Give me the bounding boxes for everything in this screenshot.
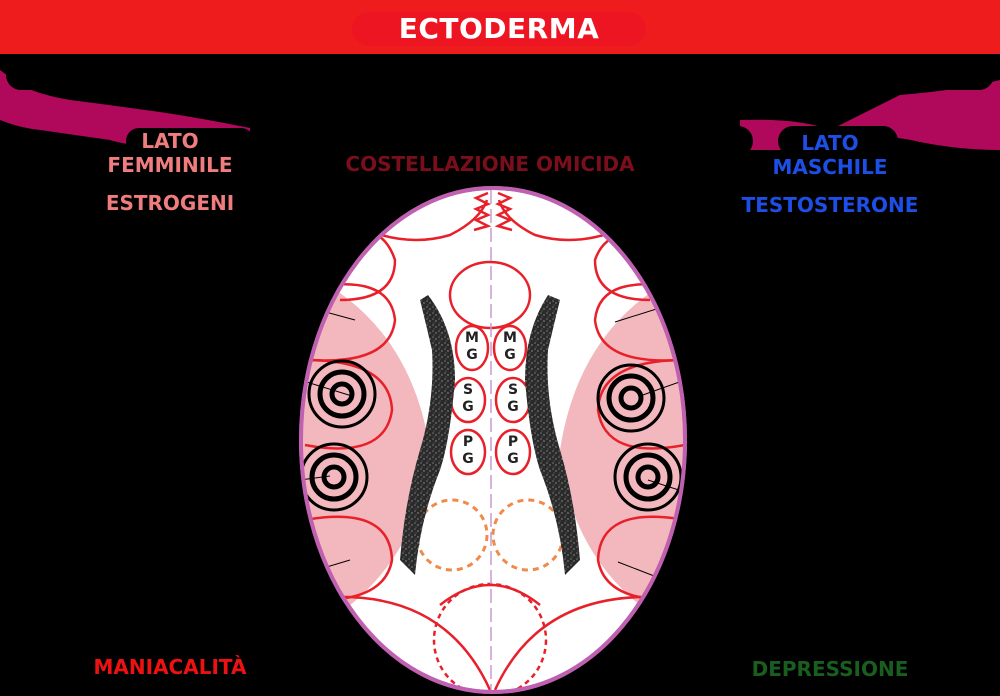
gland-left-3-bottom: G	[462, 451, 474, 467]
male-label-pill	[778, 126, 898, 156]
male-hormone-label: TESTOSTERONE	[741, 193, 919, 217]
gland-left-1-bottom: G	[466, 347, 478, 363]
constellation-bar	[248, 126, 753, 156]
gland-left-2-bottom: G	[462, 399, 474, 415]
depressione-label: DEPRESSIONE	[751, 657, 909, 681]
gland-right-2-top: S	[507, 382, 519, 398]
constellation-label: COSTELLAZIONE OMICIDA	[345, 152, 635, 176]
gland-left-3-top: P	[462, 434, 474, 450]
female-label-pill	[126, 128, 254, 154]
maniacalita-label: MANIACALITÀ	[93, 655, 247, 679]
female-side-label-line1: LATO	[141, 129, 199, 153]
gland-left-2-top: S	[462, 382, 474, 398]
male-side-label-line2: MASCHILE	[772, 155, 888, 179]
gland-left-1-top: M	[465, 330, 479, 346]
gland-right-1-top: M	[503, 330, 517, 346]
female-side-label-line2: FEMMINILE	[107, 153, 233, 177]
gland-right-1-bottom: G	[504, 347, 516, 363]
gland-right-2-bottom: G	[507, 399, 519, 415]
male-side-label-line1: LATO	[801, 131, 859, 155]
header-black-bar	[6, 60, 994, 90]
gland-right-3-top: P	[507, 434, 519, 450]
female-hormone-label: ESTROGENI	[105, 191, 235, 215]
page-title: ECTODERMA	[352, 12, 646, 46]
gland-right-3-bottom: G	[507, 451, 519, 467]
